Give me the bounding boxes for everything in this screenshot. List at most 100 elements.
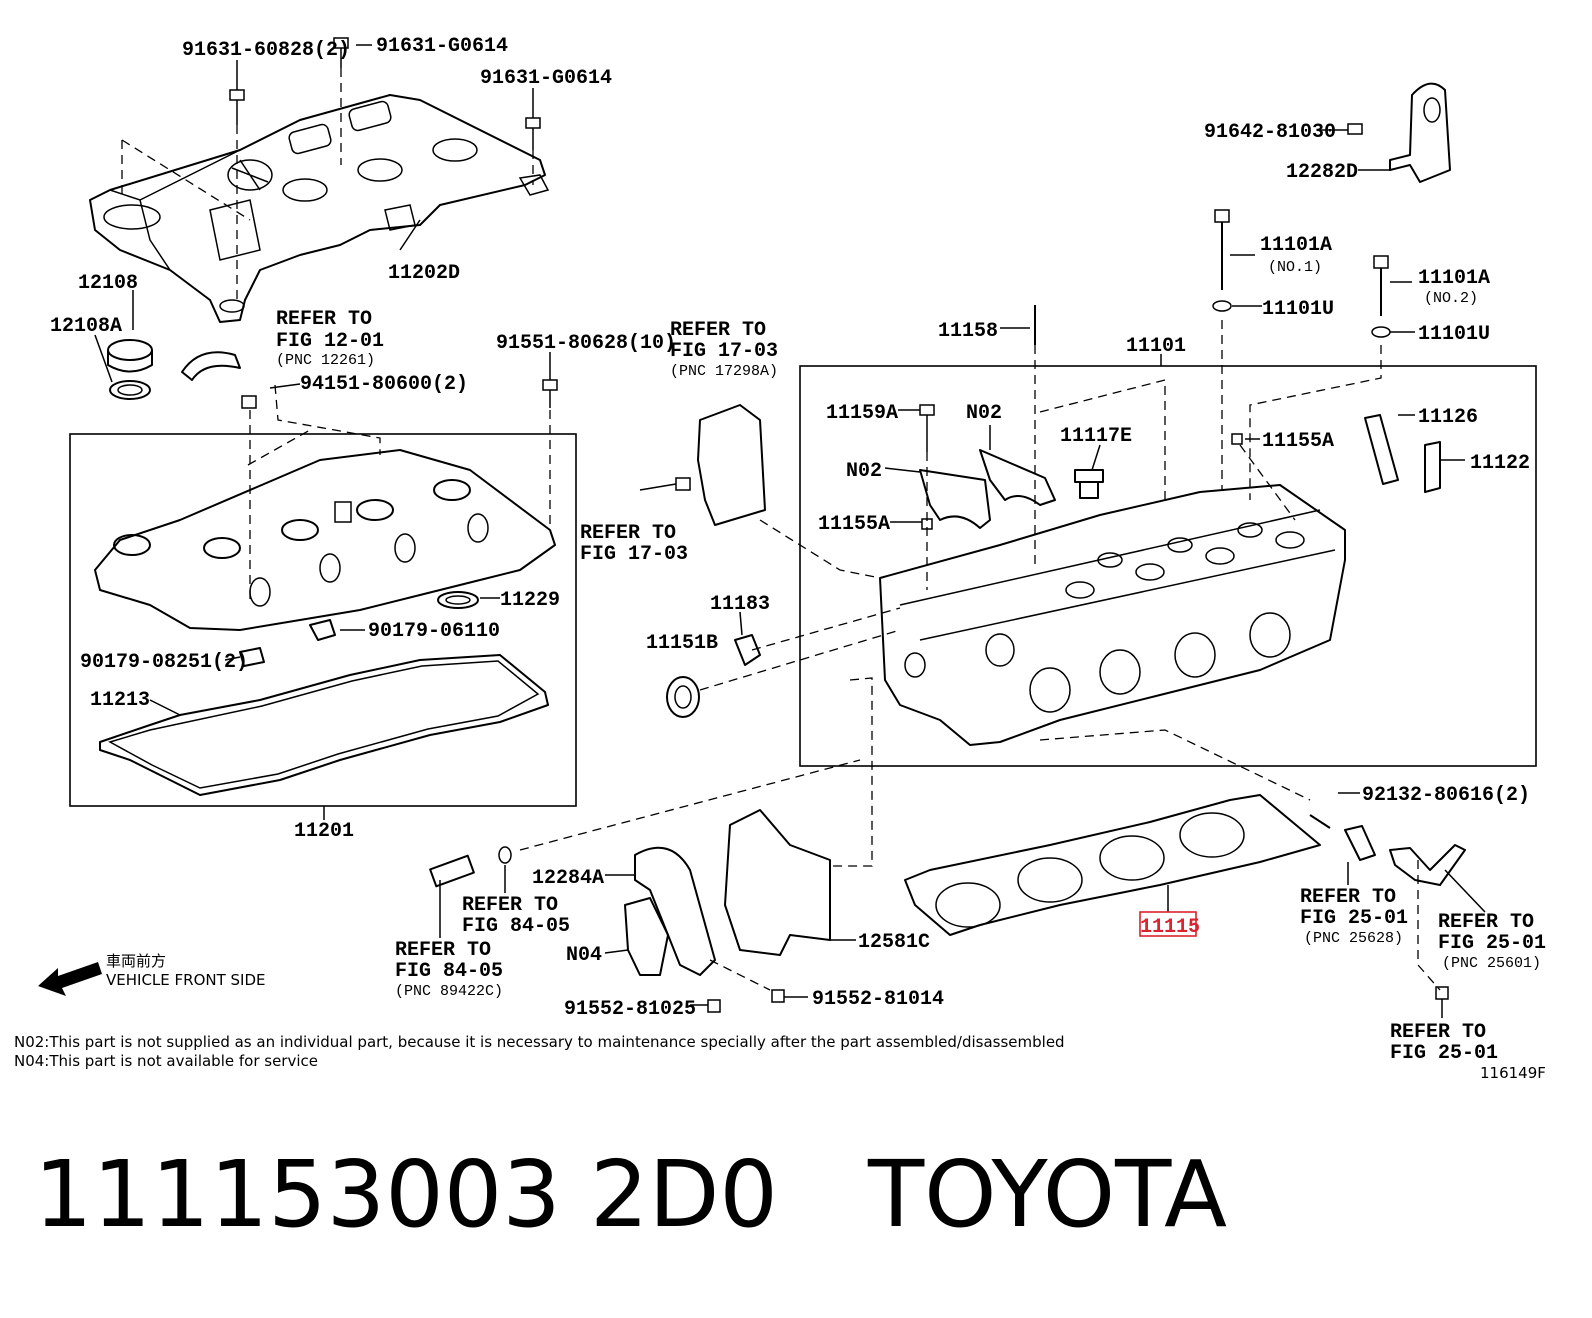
callout-11155a-left[interactable]: 11155A	[818, 513, 890, 536]
ref-84-05a-line2[interactable]: FIG 84-05	[462, 915, 570, 938]
ref-12-01-line2[interactable]: FIG 12-01	[276, 330, 384, 353]
bolt-91551-drawing	[542, 379, 558, 408]
sensor-89422c-drawing	[429, 846, 512, 888]
callout-11213[interactable]: 11213	[90, 689, 150, 712]
callout-11202d[interactable]: 11202D	[388, 262, 460, 285]
callout-no1: (NO.1)	[1268, 259, 1322, 276]
seal-11229-drawing	[437, 591, 479, 609]
callout-11122[interactable]: 11122	[1470, 452, 1530, 475]
cylinder-head-frame	[799, 365, 1537, 767]
callout-11151b[interactable]: 11151B	[646, 632, 718, 655]
cam-cap-drawing	[919, 449, 1056, 529]
parts-diagram: 91631-60828(2) 91631-G0614 91631-G0614 1…	[14, 35, 1546, 1082]
head-bolt-no2-drawing	[1371, 255, 1391, 338]
figure-id: 116149F	[1480, 1064, 1546, 1082]
callout-n02-a[interactable]: N02	[966, 402, 1002, 425]
callout-11101u-1[interactable]: 11101U	[1262, 298, 1334, 321]
ref-84-05b-line2[interactable]: FIG 84-05	[395, 960, 503, 983]
callout-12282d[interactable]: 12282D	[1286, 161, 1358, 184]
callout-91631-60828[interactable]: 91631-60828(2)	[182, 39, 350, 62]
callout-91552-81014[interactable]: 91552-81014	[812, 988, 944, 1011]
cylinder-head-cover-drawing	[94, 449, 556, 631]
callout-11126[interactable]: 11126	[1418, 406, 1478, 429]
callout-12284a[interactable]: 12284A	[532, 867, 604, 890]
brand-name: TOYOTA	[867, 1141, 1228, 1248]
callout-12108[interactable]: 12108	[78, 272, 138, 295]
ref-84-05b-line3: (PNC 89422C)	[395, 983, 503, 1000]
breather-hose-drawing	[181, 351, 241, 381]
vehicle-front-arrow-icon	[38, 962, 102, 996]
grommet-90179-06110-drawing	[309, 619, 336, 641]
part-number: 111153003 2D0	[34, 1141, 778, 1248]
engine-cover-drawing	[89, 94, 550, 323]
hanger-12284a-drawing	[634, 846, 716, 976]
callout-91642-81030[interactable]: 91642-81030	[1204, 121, 1336, 144]
gasket-11213-drawing	[99, 654, 549, 796]
head-gasket-drawing	[904, 794, 1321, 936]
bracket-n04-drawing	[624, 897, 669, 976]
ref-17-03a-line2[interactable]: FIG 17-03	[670, 340, 778, 363]
ref-25-01c-line2[interactable]: FIG 25-01	[1390, 1042, 1498, 1065]
callout-12108a[interactable]: 12108A	[50, 315, 122, 338]
cover-assy-frame	[69, 433, 577, 807]
leader-lines	[94, 44, 1486, 1018]
ref-17-03b-line1: REFER TO	[580, 522, 676, 545]
callout-90179-06110[interactable]: 90179-06110	[368, 620, 500, 643]
head-bolt-no1-drawing	[1212, 209, 1232, 312]
callout-n04[interactable]: N04	[566, 944, 602, 967]
callout-11101a-no1[interactable]: 11101A	[1260, 234, 1332, 257]
ref-25-01a-line3: (PNC 25628)	[1304, 930, 1403, 947]
callout-11229[interactable]: 11229	[500, 589, 560, 612]
callout-90179-08251[interactable]: 90179-08251(2)	[80, 651, 248, 674]
ref-17-03b-line2[interactable]: FIG 17-03	[580, 543, 688, 566]
dashed-lines	[121, 68, 1441, 991]
highlight-11115-box	[1139, 911, 1197, 937]
mount-bracket-17-03-drawing	[675, 404, 766, 526]
plug-11183-drawing	[734, 634, 761, 666]
ref-25-01a-line2[interactable]: FIG 25-01	[1300, 907, 1408, 930]
callout-11155a-right[interactable]: 11155A	[1262, 430, 1334, 453]
seal-11151b-drawing	[666, 676, 700, 718]
ref-25-01b-line2[interactable]: FIG 25-01	[1438, 932, 1546, 955]
callout-11101u-2[interactable]: 11101U	[1418, 323, 1490, 346]
ref-12-01-line1: REFER TO	[276, 308, 372, 331]
ref-25-01b-line3: (PNC 25601)	[1442, 955, 1541, 972]
bolt-91552-drawing	[707, 989, 785, 1013]
vehicle-front-jp: 車両前方	[106, 952, 166, 970]
callout-11117e[interactable]: 11117E	[1060, 425, 1132, 448]
callout-11183[interactable]: 11183	[710, 593, 770, 616]
ref-25-01c-line1: REFER TO	[1390, 1021, 1486, 1044]
ref-84-05b-line1: REFER TO	[395, 939, 491, 962]
part-title: 111153003 2D0 TOYOTA	[34, 1140, 1574, 1250]
callout-91631-g0614-a[interactable]: 91631-G0614	[376, 35, 508, 58]
bolt-91631-60828-drawing	[229, 89, 245, 125]
plug-11117e-drawing	[1074, 469, 1104, 499]
callout-11158[interactable]: 11158	[938, 320, 998, 343]
callout-91552-81025[interactable]: 91552-81025	[564, 998, 696, 1021]
note-n04: N04:This part is not available for servi…	[14, 1052, 318, 1070]
grommet-90179-08251-drawing	[239, 647, 265, 667]
callout-no2: (NO.2)	[1424, 290, 1478, 307]
callout-91551-80628[interactable]: 91551-80628(10)	[496, 332, 676, 355]
callout-92132-80616[interactable]: 92132-80616(2)	[1362, 784, 1530, 807]
ref-17-03a-line3: (PNC 17298A)	[670, 363, 778, 380]
guide-11126-drawing	[1364, 414, 1399, 485]
ref-25-01b-line1: REFER TO	[1438, 911, 1534, 934]
ref-17-03a-line1: REFER TO	[670, 319, 766, 342]
nut-94151-drawing	[241, 395, 257, 409]
stud-92132-drawing	[1309, 814, 1331, 829]
gasket-25628-drawing	[1344, 825, 1376, 861]
callout-11201[interactable]: 11201	[294, 820, 354, 843]
callout-11101a-no2[interactable]: 11101A	[1418, 267, 1490, 290]
ref-84-05a-line1: REFER TO	[462, 894, 558, 917]
guide-11122-drawing	[1424, 441, 1441, 493]
callout-12581c[interactable]: 12581C	[858, 931, 930, 954]
callout-94151-80600[interactable]: 94151-80600(2)	[300, 373, 468, 396]
bolt-91631-g0614-a-drawing	[333, 37, 349, 68]
callout-11115-highlighted[interactable]: 11115	[1140, 916, 1200, 939]
callout-11101[interactable]: 11101	[1126, 335, 1186, 358]
callout-91631-g0614-b[interactable]: 91631-G0614	[480, 67, 612, 90]
callout-11159a[interactable]: 11159A	[826, 402, 898, 425]
callout-n02-b[interactable]: N02	[846, 460, 882, 483]
note-n02: N02:This part is not supplied as an indi…	[14, 1033, 1065, 1051]
